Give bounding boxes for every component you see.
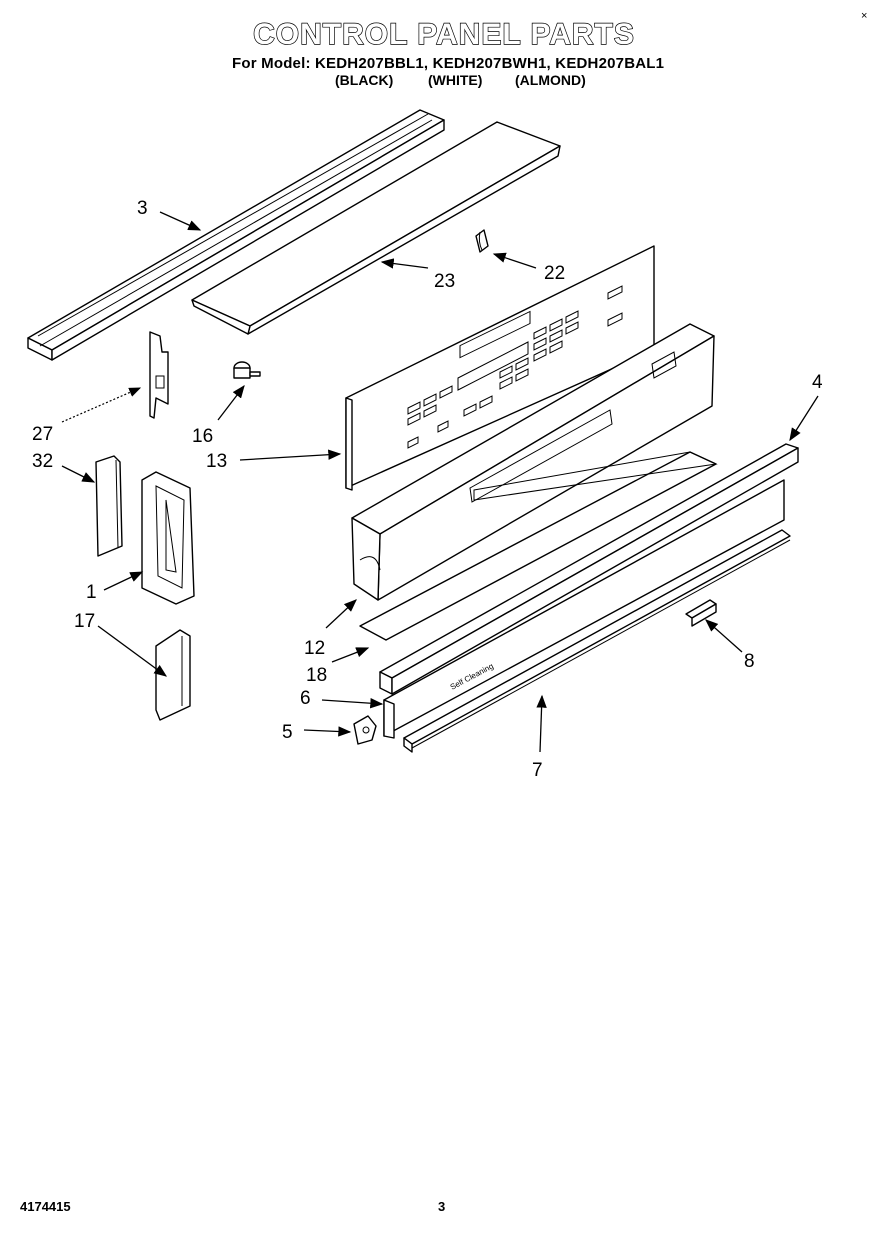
part-22-clip <box>475 229 489 253</box>
variant-white: (WHITE) <box>428 72 483 88</box>
document-number: 4174415 <box>20 1199 71 1214</box>
callout-1: 1 <box>86 582 97 603</box>
part-32-side-bracket <box>95 455 123 557</box>
callout-7: 7 <box>532 760 543 781</box>
part-23-cover-panel <box>191 121 561 335</box>
part-6-front-trim: Self Cleaning <box>383 479 785 739</box>
part-12-housing <box>351 323 715 601</box>
part-5-end-cap <box>353 715 377 745</box>
part-16-knob-stem <box>233 361 261 379</box>
part-27-bracket <box>149 331 169 419</box>
callout-3: 3 <box>137 198 148 219</box>
callout-23: 23 <box>434 271 455 292</box>
part-1-side-support <box>141 471 195 605</box>
callout-4: 4 <box>812 372 823 393</box>
callout-16: 16 <box>192 426 213 447</box>
model-numbers: For Model: KEDH207BBL1, KEDH207BWH1, KED… <box>232 55 665 72</box>
part-8-bracket <box>685 599 717 627</box>
variant-almond: (ALMOND) <box>515 72 586 88</box>
part-3-top-channel <box>27 109 445 361</box>
callout-5: 5 <box>282 722 293 743</box>
callout-12: 12 <box>304 638 325 659</box>
part-18-plate <box>359 451 718 641</box>
callout-13: 13 <box>206 451 227 472</box>
corner-mark: × <box>861 10 868 22</box>
part-17-end-bracket <box>155 629 191 721</box>
part-13-control-panel <box>345 245 655 491</box>
page-title: CONTROL PANEL PARTS <box>252 17 635 51</box>
page-number: 3 <box>438 1199 446 1214</box>
callout-6: 6 <box>300 688 311 709</box>
callout-8: 8 <box>744 651 755 672</box>
callout-32: 32 <box>32 451 53 472</box>
leader-lines <box>61 211 819 753</box>
variant-black: (BLACK) <box>335 72 394 88</box>
callout-27: 27 <box>32 424 53 445</box>
callout-18: 18 <box>306 665 327 686</box>
part-4-trim-strip <box>379 443 799 695</box>
part-7-lower-rail <box>403 529 791 753</box>
callout-22: 22 <box>544 263 565 284</box>
callout-17: 17 <box>74 611 95 632</box>
